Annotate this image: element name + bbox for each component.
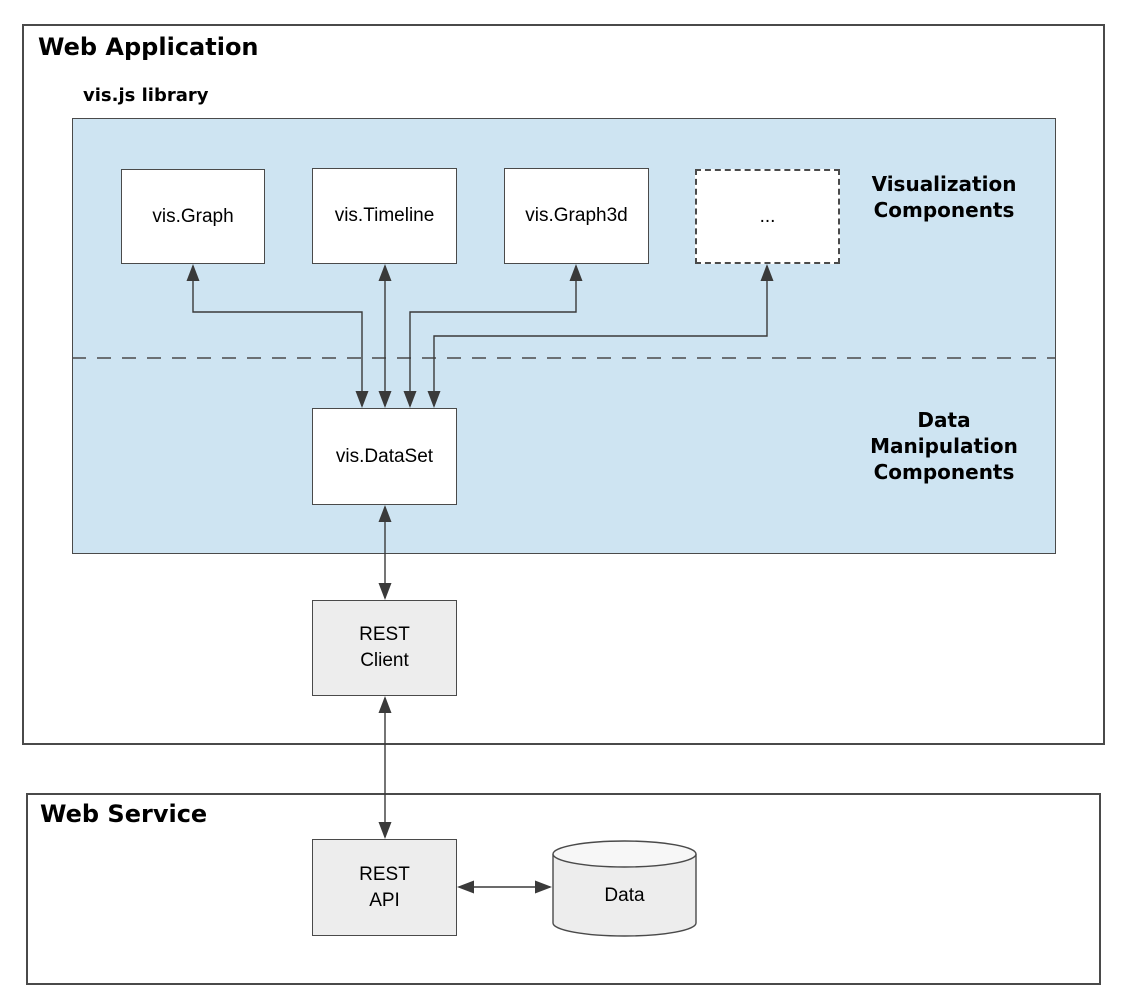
node-vis-timeline: vis.Timeline [312, 168, 457, 264]
visualization-components-line2: Components [873, 198, 1015, 222]
node-vis-graph: vis.Graph [121, 169, 265, 264]
data-manipulation-line3: Components [873, 460, 1015, 484]
rest-client-line1: REST [359, 624, 410, 645]
node-vis-timeline-label: vis.Timeline [334, 205, 435, 226]
data-manipulation-line2: Manipulation [870, 434, 1018, 458]
visualization-components-line1: Visualization [871, 172, 1017, 196]
node-more-components: ... [695, 169, 840, 264]
node-vis-graph-label: vis.Graph [152, 205, 234, 227]
web-service-title: Web Service [40, 800, 208, 828]
node-vis-dataset: vis.DataSet [312, 408, 457, 505]
node-vis-graph3d-label: vis.Graph3d [525, 205, 628, 226]
node-rest-client-label: REST Client [359, 622, 410, 674]
data-manipulation-line1: Data [917, 408, 971, 432]
rest-client-line2: Client [360, 650, 409, 671]
node-rest-api-label: REST API [359, 862, 410, 914]
web-application-title: Web Application [38, 33, 259, 61]
node-rest-client: REST Client [312, 600, 457, 696]
data-manipulation-components-label: Data Manipulation Components [834, 407, 1054, 485]
node-vis-graph3d: vis.Graph3d [504, 168, 649, 264]
node-data-store-label: Data [604, 884, 645, 906]
database-cylinder-icon [552, 840, 697, 937]
visjs-library-title: vis.js library [83, 85, 209, 106]
node-more-components-label: ... [759, 205, 776, 227]
node-vis-dataset-label: vis.DataSet [335, 445, 434, 467]
node-rest-api: REST API [312, 839, 457, 936]
visualization-components-label: Visualization Components [834, 171, 1054, 223]
rest-api-line2: API [369, 889, 400, 911]
node-data-store: Data [552, 840, 697, 937]
rest-api-line1: REST [359, 863, 410, 885]
